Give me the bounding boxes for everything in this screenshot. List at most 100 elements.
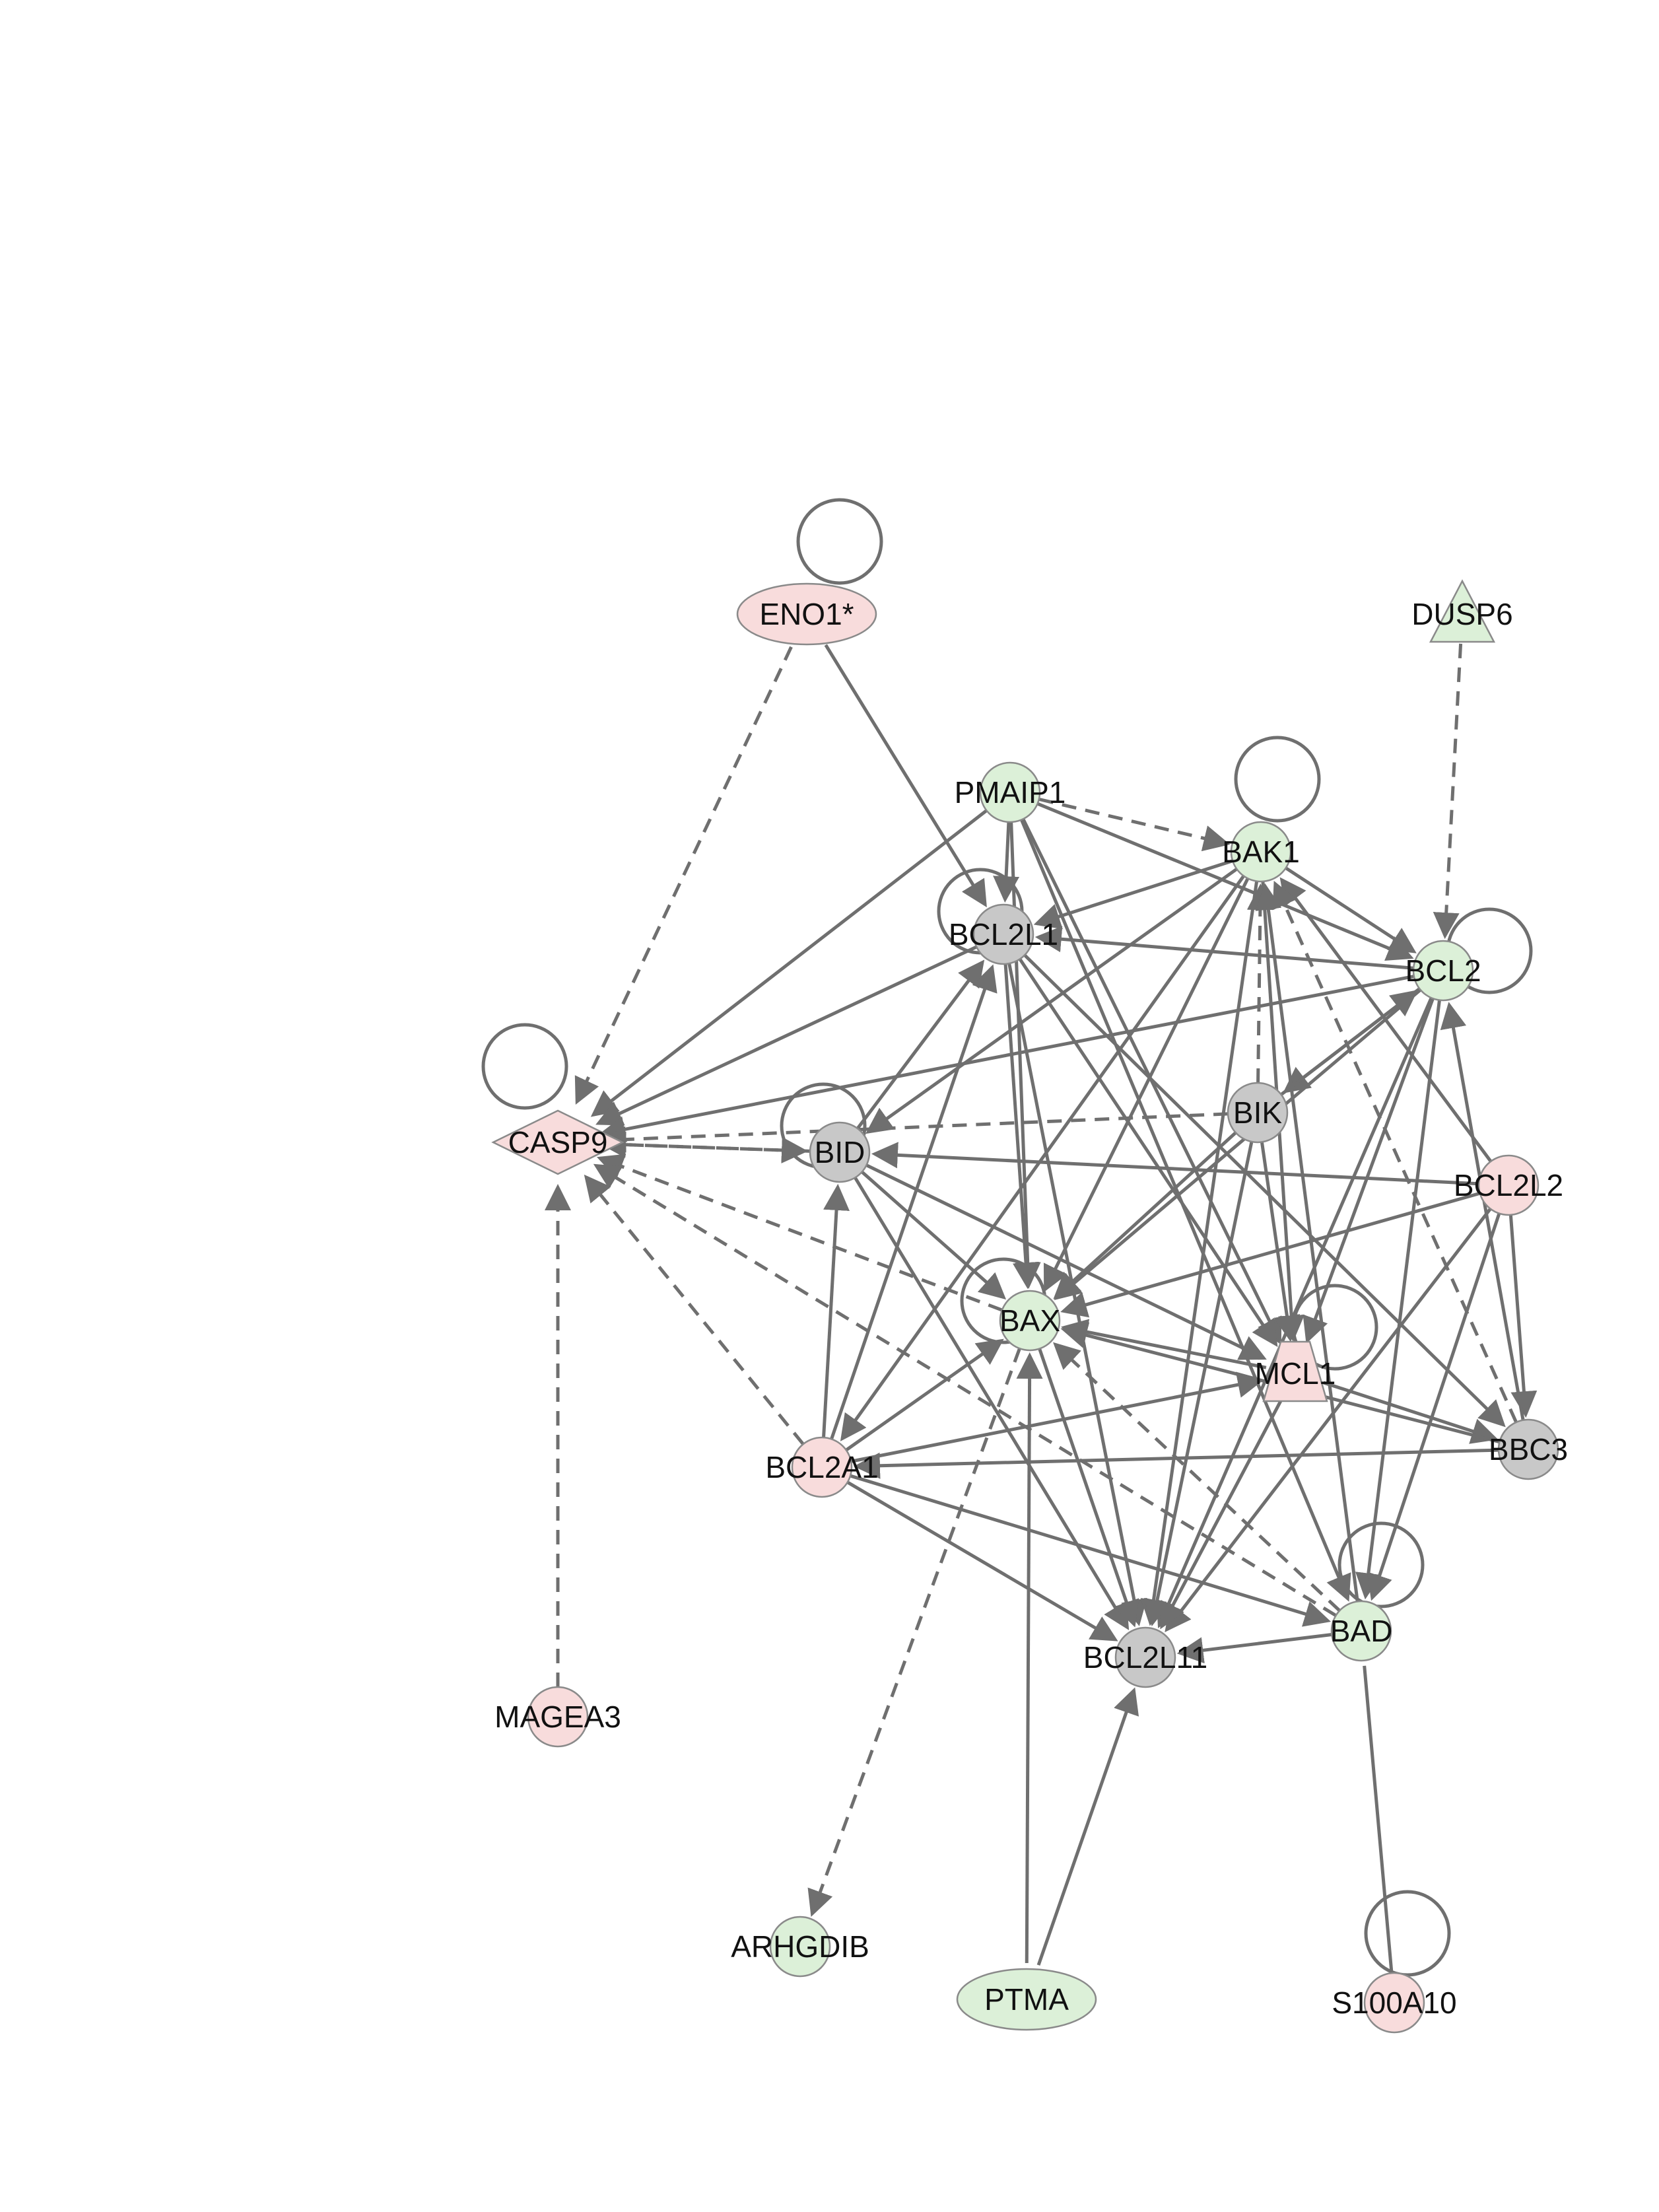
edge-mcl1-to-bbc3 bbox=[1323, 1381, 1499, 1444]
node-ptma[interactable]: PTMA bbox=[956, 1968, 1097, 2031]
node-shape-dusp6 bbox=[1429, 579, 1496, 643]
node-label-bcl2l1: BCL2L1 bbox=[949, 917, 1058, 951]
edge-eno1-to-bcl2l1 bbox=[824, 644, 987, 908]
node-mcl1[interactable]: MCL1 bbox=[1255, 1340, 1336, 1402]
edge-bak1-to-bcl2l11 bbox=[1140, 881, 1259, 1626]
edge-bcl2a1-to-bid bbox=[822, 1183, 850, 1438]
node-bcl2l1[interactable]: BCL2L1 bbox=[949, 903, 1058, 965]
edge-bcl2a1-to-mcl1 bbox=[850, 1371, 1264, 1463]
node-label-dusp6: DUSP6 bbox=[1411, 597, 1512, 631]
node-bak1[interactable]: BAK1 bbox=[1222, 821, 1300, 883]
edge-bak1-to-bcl2 bbox=[1285, 866, 1417, 953]
self-loop-bak1 bbox=[1234, 736, 1321, 823]
edge-eno1-to-casp9 bbox=[574, 646, 793, 1105]
node-shape-bcl2l1 bbox=[972, 903, 1034, 965]
node-label-bcl2l11: BCL2L11 bbox=[1083, 1640, 1207, 1675]
edge-bcl2l2-to-bbc3 bbox=[1508, 1214, 1538, 1418]
node-bax[interactable]: BAX bbox=[999, 1290, 1061, 1352]
edge-bcl2l2-to-bid bbox=[871, 1142, 1479, 1186]
edge-bik-to-mcl1 bbox=[1260, 1142, 1301, 1342]
edge-bak1-to-bcl2l1 bbox=[1033, 859, 1233, 930]
node-shape-bid bbox=[809, 1121, 871, 1183]
node-label-mcl1: MCL1 bbox=[1255, 1356, 1336, 1391]
node-bik[interactable]: BIK bbox=[1227, 1082, 1289, 1144]
edge-bcl2l2-to-bad bbox=[1367, 1212, 1501, 1601]
edge-bax-to-casp9 bbox=[596, 1154, 1003, 1312]
edge-bcl2a1-to-casp9 bbox=[584, 1174, 805, 1445]
edge-bak1-to-bid bbox=[865, 868, 1238, 1134]
node-magea3[interactable]: MAGEA3 bbox=[494, 1686, 621, 1748]
edge-bcl2a1-to-bad bbox=[850, 1474, 1332, 1627]
node-shape-mcl1 bbox=[1262, 1340, 1328, 1402]
edge-bcl2a1-to-bcl2l1 bbox=[830, 964, 998, 1440]
edge-bak1-to-bax bbox=[1043, 878, 1250, 1292]
node-bad[interactable]: BAD bbox=[1330, 1600, 1393, 1662]
node-label-bcl2a1: BCL2A1 bbox=[765, 1450, 878, 1484]
edge-bik-to-casp9 bbox=[599, 1112, 1229, 1153]
edge-bbc3-to-bcl2 bbox=[1440, 1002, 1525, 1421]
edge-bid-to-bax bbox=[861, 1170, 1007, 1300]
edge-bcl2l1-to-bax bbox=[1003, 963, 1039, 1290]
node-shape-magea3 bbox=[527, 1686, 589, 1748]
node-s100a10[interactable]: S100A10 bbox=[1332, 1972, 1457, 2034]
edge-bax-to-arhgdib bbox=[807, 1348, 1021, 1917]
self-loop-casp9 bbox=[481, 1023, 568, 1110]
node-bcl2l2[interactable]: BCL2L2 bbox=[1454, 1154, 1563, 1216]
edge-bcl2l2-to-bcl2l11 bbox=[1165, 1208, 1492, 1632]
self-loop-eno1 bbox=[796, 498, 883, 585]
edge-mcl1-to-bax bbox=[1061, 1319, 1267, 1369]
node-bid[interactable]: BID bbox=[809, 1121, 871, 1183]
node-dusp6[interactable]: DUSP6 bbox=[1411, 579, 1513, 643]
node-label-arhgdib: ARHGDIB bbox=[731, 1929, 869, 1964]
node-shape-arhgdib bbox=[769, 1916, 831, 1978]
node-shape-casp9 bbox=[491, 1109, 625, 1175]
edge-bcl2l2-to-bax bbox=[1060, 1191, 1481, 1318]
node-arhgdib[interactable]: ARHGDIB bbox=[731, 1916, 869, 1978]
node-pmaip1[interactable]: PMAIP1 bbox=[955, 761, 1066, 823]
node-bcl2a1[interactable]: BCL2A1 bbox=[765, 1436, 879, 1498]
edge-bcl2l2-to-bak1 bbox=[1279, 877, 1493, 1163]
edge-pmaip1-to-bak1 bbox=[1038, 797, 1231, 852]
edge-bcl2l1-to-casp9 bbox=[595, 945, 978, 1126]
node-eno1[interactable]: ENO1* bbox=[736, 582, 877, 646]
edge-bcl2-to-bcl2l1 bbox=[1034, 926, 1414, 970]
edge-bbc3-to-bak1 bbox=[1272, 880, 1518, 1423]
self-loop-bad bbox=[1337, 1521, 1425, 1608]
node-label-casp9: CASP9 bbox=[508, 1125, 608, 1159]
node-shape-bcl2 bbox=[1412, 940, 1474, 1002]
node-shape-bak1 bbox=[1230, 821, 1292, 883]
node-label-bad: BAD bbox=[1330, 1614, 1393, 1648]
node-casp9[interactable]: CASP9 bbox=[491, 1109, 625, 1175]
node-label-bak1: BAK1 bbox=[1222, 835, 1300, 869]
edge-bcl2-to-bad bbox=[1355, 1000, 1441, 1600]
edge-bik-to-bak1 bbox=[1246, 883, 1273, 1084]
node-shape-bcl2l2 bbox=[1477, 1154, 1540, 1216]
edge-bax-to-bcl2l11 bbox=[1038, 1348, 1139, 1628]
node-label-s100a10: S100A10 bbox=[1332, 1986, 1456, 2020]
node-label-bcl2: BCL2 bbox=[1405, 953, 1481, 988]
edge-dusp6-to-bcl2 bbox=[1433, 643, 1463, 940]
edge-pmaip1-to-casp9 bbox=[590, 809, 988, 1117]
node-bbc3[interactable]: BBC3 bbox=[1489, 1418, 1568, 1480]
node-shape-s100a10 bbox=[1363, 1972, 1425, 2034]
node-label-eno1: ENO1* bbox=[759, 597, 854, 631]
node-shape-bax bbox=[999, 1290, 1061, 1352]
edge-bad-to-casp9 bbox=[593, 1163, 1337, 1617]
node-shape-bcl2a1 bbox=[791, 1436, 853, 1498]
edge-pmaip1-to-bcl2 bbox=[1036, 802, 1414, 961]
node-bcl2[interactable]: BCL2 bbox=[1405, 940, 1481, 1002]
node-bcl2l11[interactable]: BCL2L11 bbox=[1083, 1626, 1207, 1688]
edge-bcl2-to-bcl2l11 bbox=[1156, 997, 1433, 1628]
node-label-bcl2l2: BCL2L2 bbox=[1454, 1168, 1563, 1202]
self-loop-s100a10 bbox=[1364, 1890, 1451, 1977]
node-shape-bcl2l11 bbox=[1114, 1626, 1176, 1688]
edge-bcl2a1-to-bcl2l11 bbox=[846, 1480, 1118, 1642]
node-label-bik: BIK bbox=[1233, 1095, 1282, 1130]
edge-bik-to-bcl2l11 bbox=[1144, 1141, 1254, 1626]
edge-bcl2-to-mcl1 bbox=[1303, 998, 1435, 1344]
node-label-ptma: PTMA bbox=[984, 1982, 1069, 2017]
node-label-bax: BAX bbox=[999, 1303, 1060, 1338]
edge-bcl2a1-to-bax bbox=[845, 1338, 1004, 1452]
